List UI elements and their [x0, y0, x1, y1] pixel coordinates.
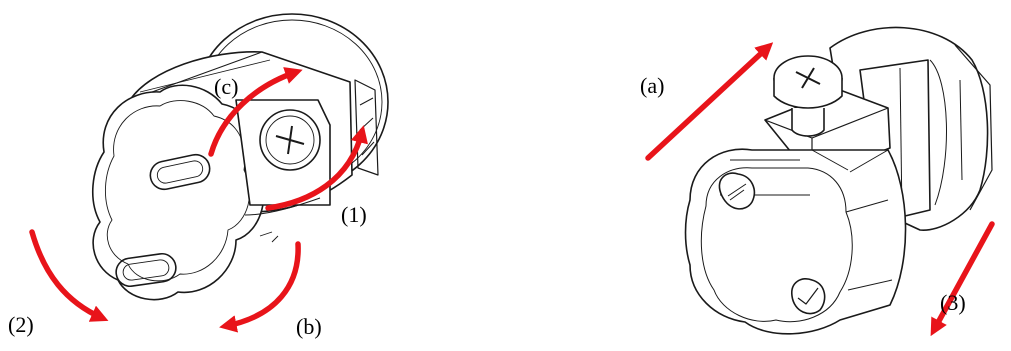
arrow-b	[219, 241, 301, 333]
right-part-drawing	[684, 26, 993, 335]
label-1: (1)	[341, 202, 367, 227]
label-a: (a)	[640, 73, 665, 98]
top-screw	[773, 55, 843, 137]
arrow-2	[29, 229, 109, 322]
arrow-c	[208, 67, 303, 157]
arrow-3	[930, 221, 995, 337]
arrow-1	[265, 125, 368, 211]
label-b: (b)	[296, 314, 322, 339]
upper-slot	[149, 153, 211, 191]
lower-slot	[115, 252, 177, 288]
screw-head	[259, 109, 321, 171]
left-part-drawing	[91, 13, 389, 301]
arrow-a	[645, 42, 774, 161]
lower-hole	[791, 278, 826, 315]
label-c: (c)	[214, 74, 239, 99]
label-2: (2)	[8, 312, 34, 337]
front-lobed-face	[91, 84, 265, 301]
label-3: (3)	[940, 290, 966, 315]
rotation-arrows	[29, 42, 995, 337]
upper-hole	[718, 172, 756, 210]
